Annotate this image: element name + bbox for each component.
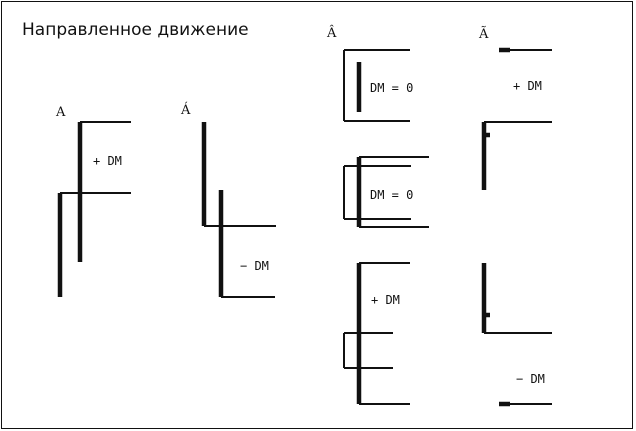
panel-a-hat-annotation-1: DM = 0	[370, 81, 413, 95]
panel-a-tilde-upper: + DM	[481, 47, 552, 190]
panel-a-acute-label: Á	[180, 102, 191, 118]
panel-a-label: A	[55, 105, 66, 120]
panel-a-hat-wide-bar: + DM	[343, 262, 410, 405]
panel-a-tilde-label: Ã	[478, 26, 489, 42]
diagram-title: Направленное движение	[22, 20, 249, 40]
panel-a-acute: Á − DM	[180, 102, 276, 298]
panel-a-hat-inside-bar: DM = 0	[343, 49, 413, 122]
panel-a-tilde-annotation-1: + DM	[513, 79, 542, 93]
panel-a-hat: Â DM = 0 DM = 0 + DM	[326, 25, 429, 405]
panel-a-hat-annotation-3: + DM	[371, 293, 400, 307]
panel-a-tilde-lower: − DM	[481, 263, 552, 407]
panel-a: A + DM	[55, 105, 131, 297]
panel-a-acute-annotation: − DM	[240, 259, 269, 273]
panel-a-tilde: Ã + DM − DM	[478, 26, 552, 407]
panel-a-hat-annotation-2: DM = 0	[370, 188, 413, 202]
panel-a-hat-label: Â	[326, 25, 337, 41]
panel-a-annotation: + DM	[93, 154, 122, 168]
panel-a-hat-outside-bar: DM = 0	[343, 156, 429, 228]
panel-a-tilde-annotation-2: − DM	[516, 372, 545, 386]
